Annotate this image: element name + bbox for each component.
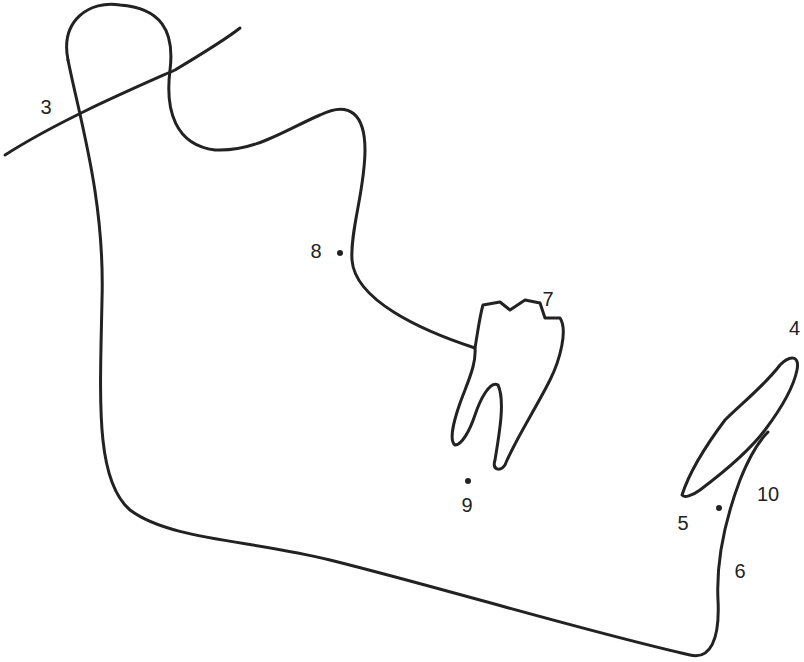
callout-number: 10: [757, 484, 779, 504]
incisor-tooth: [682, 358, 798, 496]
callout-number: 9: [461, 495, 472, 515]
landmark-dot: [716, 505, 722, 511]
callout-number: 8: [310, 241, 321, 261]
mandible-lower-border: [68, 60, 768, 656]
callout-number: 7: [542, 289, 553, 309]
callout-number: 5: [677, 513, 688, 533]
callout-number: 3: [40, 97, 51, 117]
callout-number: 4: [789, 318, 800, 338]
molar-tooth: [452, 300, 563, 469]
mandible-outline: [67, 4, 475, 348]
callout-number: 6: [734, 561, 745, 581]
landmark-dot: [337, 250, 343, 256]
landmark-dot: [465, 478, 471, 484]
articular-line: [5, 28, 240, 155]
